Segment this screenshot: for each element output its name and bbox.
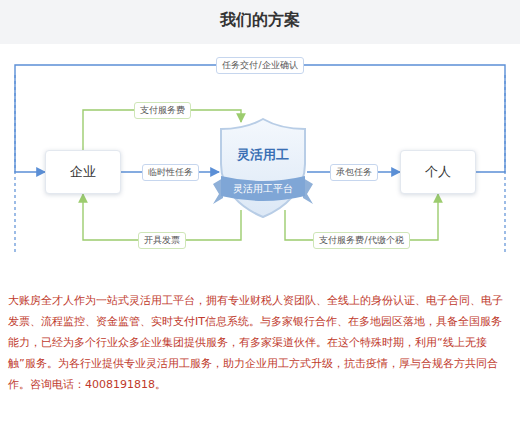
ribbon-label: 灵活用工平台	[213, 182, 313, 196]
party-box: 企业	[45, 150, 121, 194]
edge-label: 承包任务	[330, 164, 378, 181]
description-text: 大账房全才人作为一站式灵活用工平台，拥有专业财税人资团队、全线上的身份认证、电子…	[8, 290, 512, 395]
edge-label: 开具发票	[138, 232, 186, 249]
node-label: 个人	[425, 163, 451, 181]
shield-outline	[213, 116, 313, 220]
edge-label: 支付服务费	[134, 102, 191, 119]
edge-label: 支付服务费/代缴个税	[313, 232, 409, 249]
node-label: 企业	[70, 163, 96, 181]
platform-shield: 灵活用工灵活用工平台	[213, 116, 313, 220]
party-box: 个人	[400, 150, 476, 194]
edge-label: 临时性任务	[142, 164, 199, 181]
node-label: 灵活用工	[213, 146, 313, 164]
edge-label: 任务交付/企业确认	[216, 57, 303, 74]
diagram-title: 我们的方案	[0, 10, 520, 31]
